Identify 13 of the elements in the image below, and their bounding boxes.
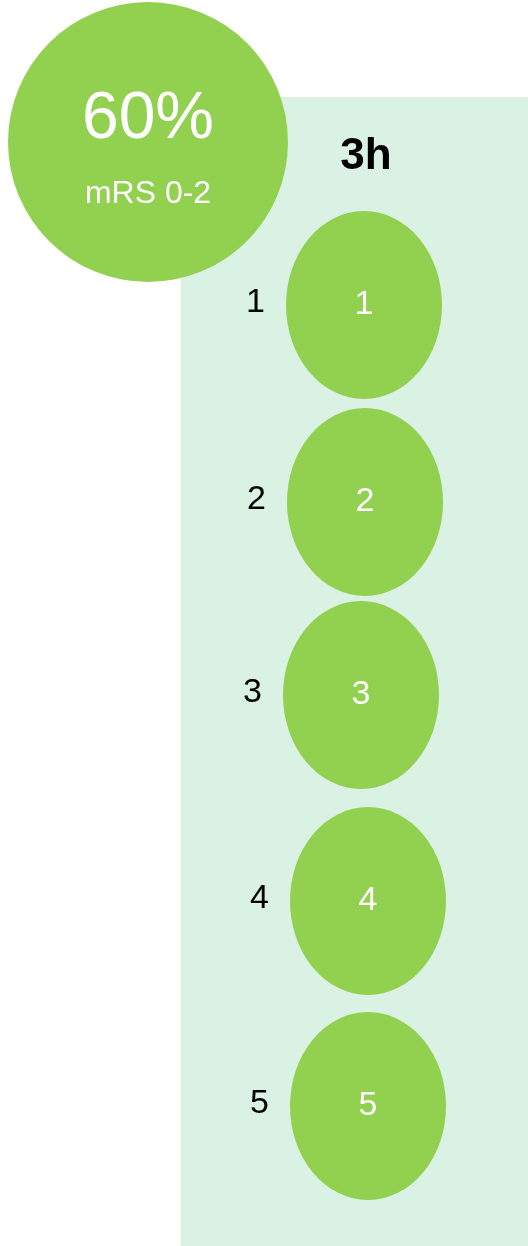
row-number: 5: [250, 1082, 269, 1121]
row-number: 3: [243, 671, 262, 710]
scale-label: mRS 0-2: [83, 174, 213, 211]
ellipse-number: 2: [354, 480, 376, 519]
ellipse-number: 3: [350, 673, 372, 712]
ellipse-number: 1: [353, 283, 375, 322]
column-heading: 3h: [339, 129, 393, 179]
row-number: 1: [246, 281, 265, 320]
row-number: 2: [247, 478, 266, 517]
ellipse-number: 5: [357, 1084, 379, 1123]
percentage-value: 60%: [80, 77, 216, 153]
row-number: 4: [250, 877, 269, 916]
ellipse-number: 4: [357, 879, 379, 918]
